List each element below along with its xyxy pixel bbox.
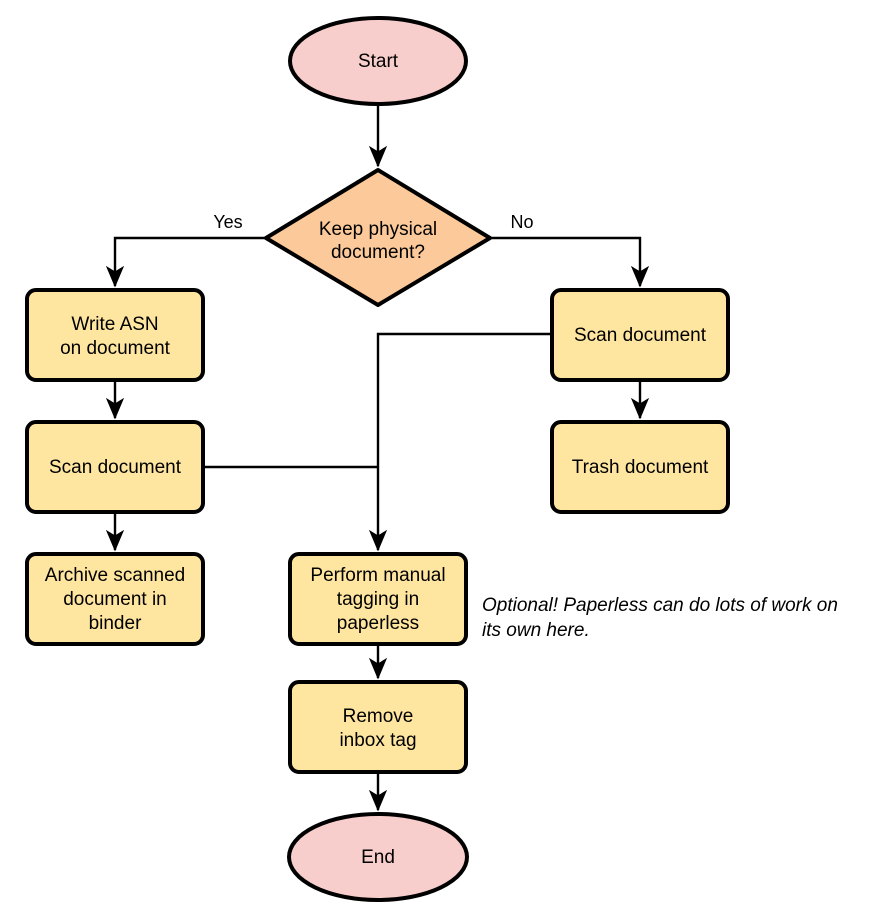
node-remove-inbox-tag[interactable]: Remove inbox tag bbox=[288, 680, 468, 774]
scan-right-label: Scan document bbox=[574, 325, 707, 346]
node-perform-manual-tagging[interactable]: Perform manual tagging in paperless bbox=[288, 552, 468, 646]
archive-label-line3: binder bbox=[89, 613, 142, 634]
node-archive-scanned-document[interactable]: Archive scanned document in binder bbox=[25, 552, 205, 646]
tagging-label-line2: tagging in bbox=[337, 589, 419, 610]
node-write-asn-on-document[interactable]: Write ASN on document bbox=[25, 288, 205, 382]
node-trash-document[interactable]: Trash document bbox=[550, 420, 730, 514]
edge-decision-yes-to-write-asn bbox=[105, 236, 265, 288]
edge-decision-no-to-scan-right bbox=[490, 236, 650, 288]
end-label: End bbox=[361, 847, 395, 868]
node-end[interactable]: End bbox=[287, 812, 469, 902]
node-scan-document-left[interactable]: Scan document bbox=[25, 420, 205, 514]
tagging-label-line1: Perform manual bbox=[310, 565, 445, 586]
optional-note-line1: Optional! Paperless can do lots of work … bbox=[482, 595, 838, 616]
archive-label-line2: document in bbox=[63, 589, 167, 610]
edge-label-yes: Yes bbox=[213, 212, 242, 232]
start-ellipse-shape bbox=[288, 16, 468, 106]
remove-tag-box-shape bbox=[288, 680, 468, 774]
node-scan-document-right[interactable]: Scan document bbox=[550, 288, 730, 382]
annotation-optional-note: Optional! Paperless can do lots of work … bbox=[482, 595, 838, 641]
decision-label-line2: document? bbox=[331, 242, 425, 263]
node-decision-keep-physical-document[interactable]: Keep physical document? bbox=[264, 168, 492, 307]
end-ellipse-shape bbox=[287, 812, 469, 902]
connector-layer bbox=[105, 104, 650, 812]
scan-left-box-shape bbox=[25, 420, 205, 514]
trash-box-shape bbox=[550, 420, 730, 514]
write-asn-label-line1: Write ASN bbox=[71, 314, 158, 335]
decision-label-line1: Keep physical bbox=[319, 219, 437, 240]
scan-left-label: Scan document bbox=[49, 457, 182, 478]
decision-diamond-shape bbox=[264, 168, 492, 307]
write-asn-label-line2: on document bbox=[60, 338, 171, 359]
trash-label: Trash document bbox=[572, 457, 709, 478]
scan-right-box-shape bbox=[550, 288, 730, 382]
tagging-box-shape bbox=[288, 552, 468, 646]
remove-tag-label-line2: inbox tag bbox=[339, 730, 416, 751]
remove-tag-label-line1: Remove bbox=[343, 706, 414, 727]
tagging-label-line3: paperless bbox=[337, 613, 419, 634]
archive-label-line1: Archive scanned bbox=[45, 565, 185, 586]
optional-note-line2: its own here. bbox=[482, 620, 590, 641]
edge-scan-right-to-tagging bbox=[368, 332, 552, 552]
write-asn-box-shape bbox=[25, 288, 205, 382]
archive-box-shape bbox=[25, 552, 205, 646]
node-start[interactable]: Start bbox=[288, 16, 468, 106]
edge-label-no: No bbox=[510, 212, 533, 232]
start-label: Start bbox=[358, 51, 399, 72]
